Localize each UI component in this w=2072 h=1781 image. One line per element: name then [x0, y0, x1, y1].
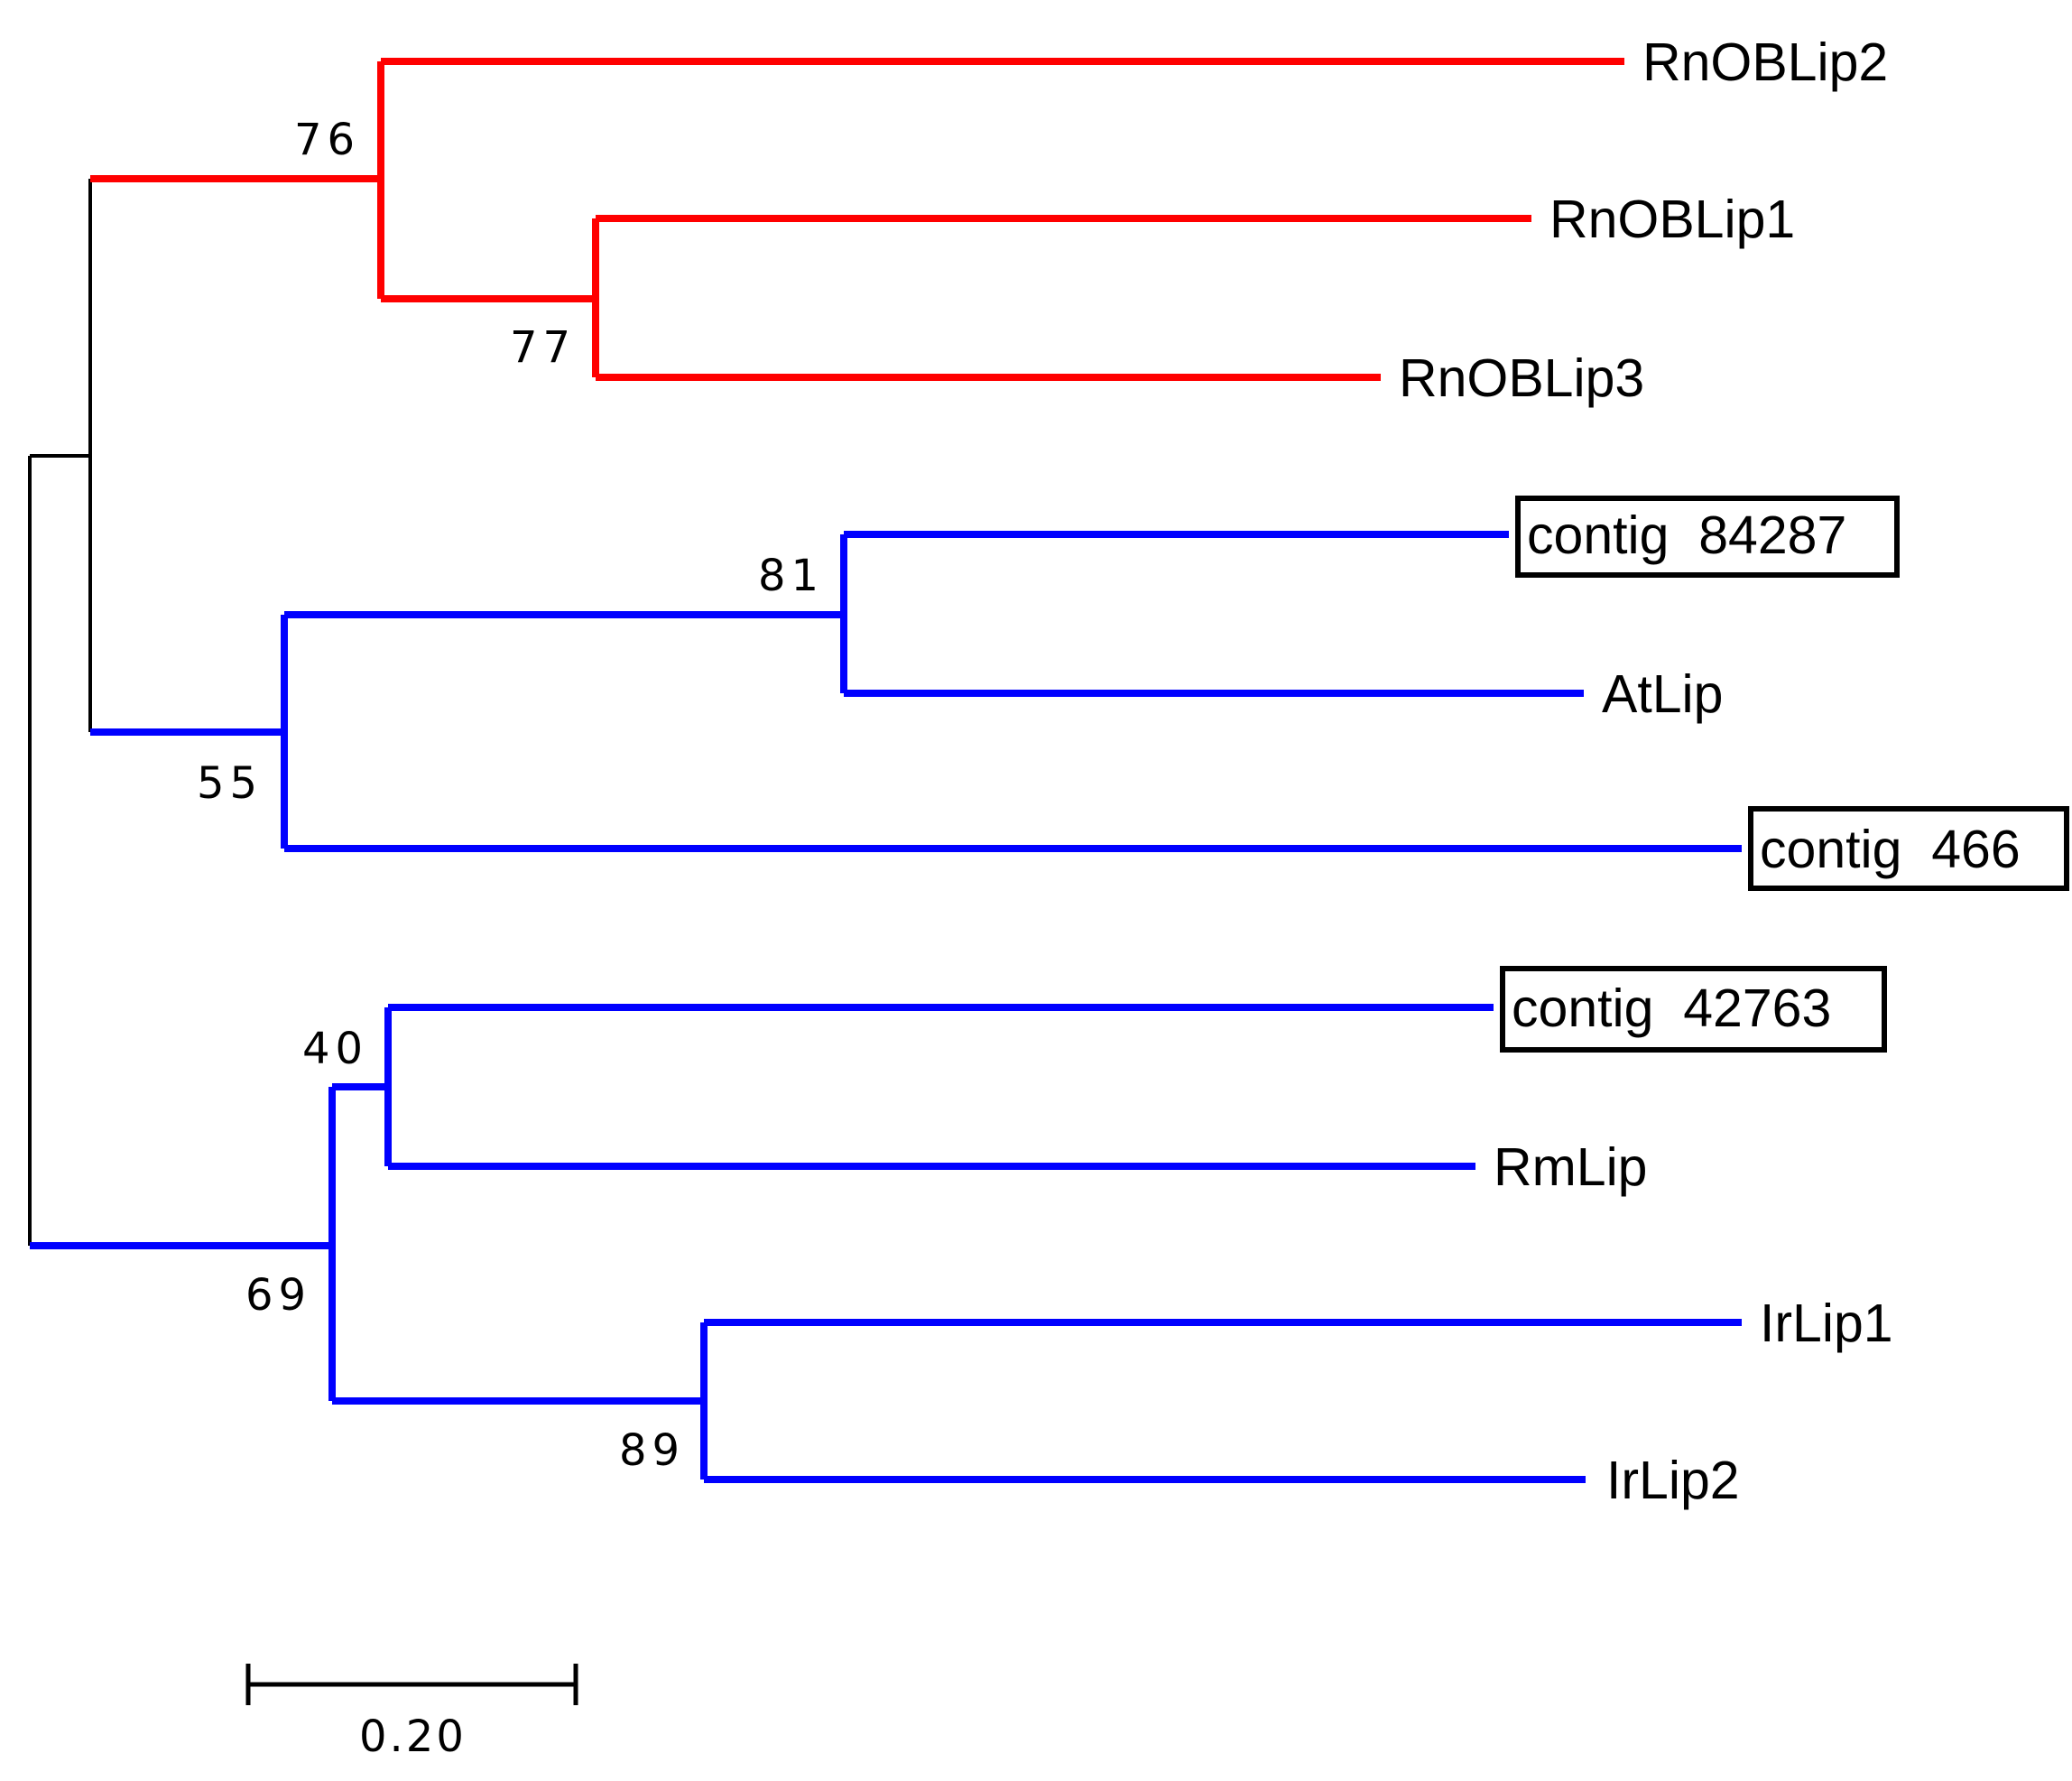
bootstrap-rnoblip1-rnoblip3: 77	[510, 322, 576, 373]
bootstrap-rnoblip-clade: 76	[294, 115, 360, 165]
taxon-label-rnoblip1: RnOBLip1	[1549, 190, 1795, 249]
taxon-label-contig42763: contig 42763	[1512, 979, 1831, 1038]
scale-bar: 0.20	[245, 1664, 578, 1762]
taxon-label-rnoblip2: RnOBLip2	[1642, 32, 1888, 92]
contig466-box	[1748, 806, 2069, 891]
taxon-label-irlip1: IrLip1	[1760, 1294, 1893, 1353]
root-branches	[28, 179, 92, 1246]
taxon-label-irlip2: IrLip2	[1606, 1451, 1740, 1510]
taxon-label-rmlip: RmLip	[1494, 1137, 1648, 1197]
bootstrap-contig42763-rmlip: 40	[302, 1024, 368, 1074]
taxon-label-contig84287: contig 84287	[1527, 506, 1846, 565]
irlip-clade	[30, 1004, 1742, 1483]
taxon-label-rnoblip3: RnOBLip3	[1399, 348, 1644, 408]
atlip-clade	[90, 531, 1742, 852]
taxon-label-contig466: contig 466	[1760, 820, 2021, 879]
scale-bar-label: 0.20	[359, 1711, 467, 1762]
bootstrap-rmlip-irlip-clade: 69	[245, 1270, 311, 1321]
bootstrap-contig84287-atlip: 81	[758, 551, 824, 601]
bootstrap-contig466-clade: 55	[197, 758, 263, 809]
contig42763-box	[1500, 966, 1887, 1053]
taxon-label-atlip: AtLip	[1602, 664, 1723, 724]
bootstrap-irlip1-irlip2: 89	[619, 1425, 685, 1476]
taxon-labels: RnOBLip2 RnOBLip1 RnOBLip3 contig 84287 …	[1399, 32, 2069, 1510]
bootstrap-values: 76 77 81 55 40 69 89	[197, 115, 824, 1476]
rnoblip-clade	[90, 58, 1624, 381]
contig84287-box	[1515, 496, 1900, 578]
